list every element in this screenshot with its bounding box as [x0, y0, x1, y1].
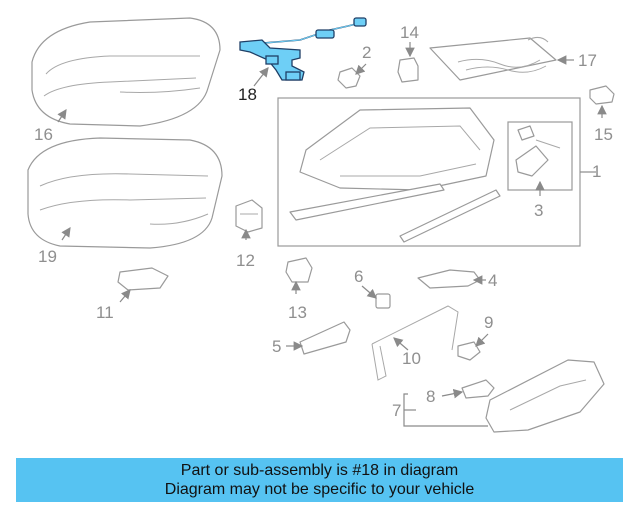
- info-banner: Part or sub-assembly is #18 in diagram D…: [16, 458, 623, 502]
- callout-17: 17: [578, 51, 597, 70]
- part-16-seatback-cushion: [31, 17, 221, 127]
- part-15: [589, 85, 615, 105]
- callout-19: 19: [38, 247, 57, 266]
- callout-16: 16: [34, 125, 53, 144]
- banner-line-1: Part or sub-assembly is #18 in diagram: [180, 462, 459, 479]
- callout-12: 12: [236, 251, 255, 270]
- callout-7: 7: [392, 401, 401, 420]
- callout-11: 11: [96, 303, 114, 322]
- callout-15: 15: [594, 125, 613, 144]
- part-12: [235, 199, 263, 233]
- part-17-pad: [429, 36, 557, 81]
- part-18-wire-harness: [239, 17, 367, 81]
- callout-2: 2: [362, 43, 371, 62]
- leader-lines: [57, 42, 607, 427]
- callout-6: 6: [354, 267, 363, 286]
- part-19-seat-cushion: [27, 137, 223, 249]
- callout-18: 18: [238, 85, 257, 104]
- callout-14: 14: [400, 23, 419, 42]
- part-4: [417, 269, 481, 289]
- part-13: [285, 257, 313, 283]
- callout-4: 4: [488, 271, 497, 290]
- part-2-clip: [337, 67, 361, 89]
- callout-13: 13: [288, 303, 307, 322]
- callout-3: 3: [534, 201, 543, 220]
- part-11: [117, 267, 169, 291]
- part-8: [461, 379, 495, 399]
- part-10-wire: [371, 305, 459, 381]
- part-9: [457, 341, 481, 361]
- part-14: [397, 57, 419, 83]
- callout-10: 10: [402, 349, 421, 368]
- part-1-seat-frame: [277, 97, 581, 247]
- callout-5: 5: [272, 337, 281, 356]
- callout-9: 9: [484, 313, 493, 332]
- part-7-side-shield: [485, 359, 605, 433]
- callout-1: 1: [592, 162, 601, 181]
- callout-8: 8: [426, 387, 435, 406]
- banner-line-2: Diagram may not be specific to your vehi…: [164, 481, 475, 498]
- part-5: [299, 321, 351, 355]
- part-6: [375, 293, 391, 309]
- callout-labels: 1 2 3 4 5 6 7 8 9 10 11 12 13 14 15 16 1…: [34, 23, 613, 420]
